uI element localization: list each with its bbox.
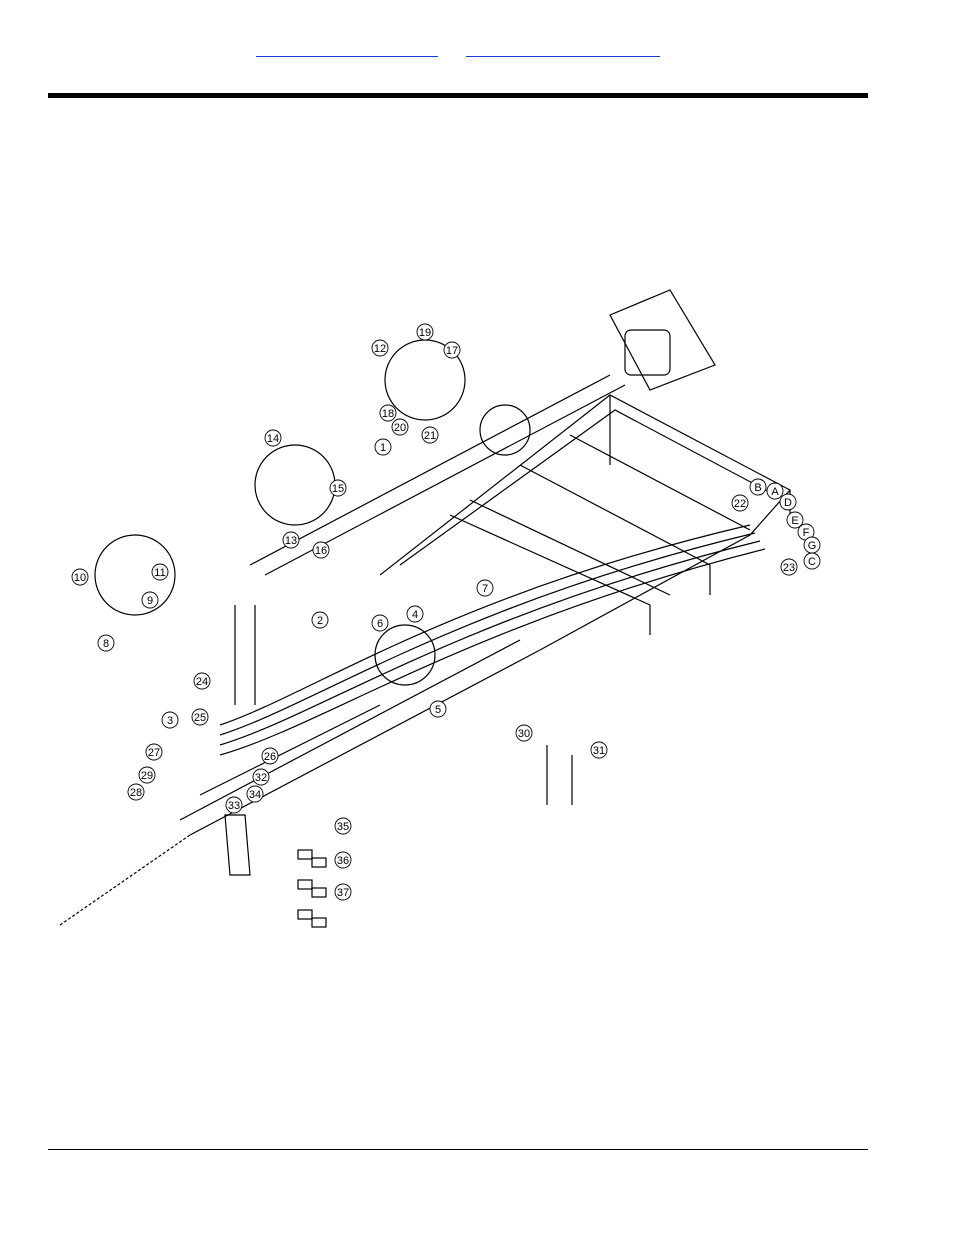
svg-text:26: 26: [264, 751, 276, 763]
svg-text:15: 15: [332, 483, 344, 495]
svg-text:13: 13: [285, 535, 297, 547]
callout-22: 22: [731, 494, 749, 512]
footer-rule: [48, 1149, 868, 1150]
callout-19: 19: [416, 323, 434, 341]
svg-text:E: E: [791, 515, 798, 527]
callout-3: 3: [161, 711, 179, 729]
svg-text:30: 30: [518, 728, 530, 740]
svg-text:37: 37: [337, 887, 349, 899]
callout-16: 16: [312, 541, 330, 559]
svg-text:B: B: [754, 482, 761, 494]
callout-14: 14: [264, 429, 282, 447]
svg-text:23: 23: [783, 562, 795, 574]
svg-text:32: 32: [255, 772, 267, 784]
callout-A: A: [766, 482, 784, 500]
header-rule: [48, 93, 868, 98]
callout-31: 31: [590, 741, 608, 759]
callout-7: 7: [476, 579, 494, 597]
svg-text:19: 19: [419, 327, 431, 339]
svg-text:31: 31: [593, 745, 605, 757]
svg-text:34: 34: [249, 789, 261, 801]
callout-35: 35: [334, 817, 352, 835]
svg-text:18: 18: [382, 408, 394, 420]
callout-18: 18: [379, 404, 397, 422]
svg-text:1: 1: [380, 442, 386, 454]
callout-6: 6: [371, 614, 389, 632]
callout-34: 34: [246, 785, 264, 803]
svg-text:6: 6: [377, 618, 383, 630]
callout-30: 30: [515, 724, 533, 742]
svg-text:3: 3: [167, 715, 173, 727]
callout-17: 17: [443, 341, 461, 359]
svg-text:5: 5: [435, 704, 441, 716]
svg-text:8: 8: [103, 638, 109, 650]
callout-D: D: [779, 493, 797, 511]
callout-13: 13: [282, 531, 300, 549]
callout-21: 21: [421, 426, 439, 444]
callout-1: 1: [374, 438, 392, 456]
svg-text:4: 4: [412, 609, 418, 621]
svg-text:D: D: [784, 497, 792, 509]
callout-28: 28: [127, 783, 145, 801]
svg-text:11: 11: [154, 567, 165, 579]
callout-15: 15: [329, 479, 347, 497]
callout-26: 26: [261, 747, 279, 765]
callout-32: 32: [252, 768, 270, 786]
svg-text:28: 28: [130, 787, 142, 799]
svg-text:21: 21: [424, 430, 436, 442]
svg-text:16: 16: [315, 545, 327, 557]
header-link-left[interactable]: [256, 40, 438, 57]
svg-text:F: F: [803, 527, 810, 539]
svg-text:25: 25: [194, 712, 206, 724]
header-link-right[interactable]: [466, 40, 660, 57]
callout-27: 27: [145, 743, 163, 761]
callout-11: 11: [151, 563, 169, 581]
svg-text:7: 7: [482, 583, 488, 595]
svg-text:29: 29: [141, 770, 153, 782]
svg-text:27: 27: [148, 747, 160, 759]
callout-24: 24: [193, 672, 211, 690]
svg-text:12: 12: [374, 343, 386, 355]
callout-29: 29: [138, 766, 156, 784]
callout-25: 25: [191, 708, 209, 726]
svg-text:C: C: [808, 556, 816, 568]
svg-text:20: 20: [394, 422, 406, 434]
parts-diagram: 1 2 3 4 5 6 7 8 9 10 11 12 13 14 15 16 1…: [59, 289, 821, 928]
svg-text:33: 33: [228, 800, 240, 812]
callout-8: 8: [97, 634, 115, 652]
svg-text:22: 22: [734, 498, 746, 510]
svg-text:2: 2: [317, 615, 323, 627]
svg-text:G: G: [808, 540, 817, 552]
frame-drawing: [59, 289, 791, 928]
callout-37: 37: [334, 883, 352, 901]
callout-33: 33: [225, 796, 243, 814]
svg-text:36: 36: [337, 855, 349, 867]
svg-text:35: 35: [337, 821, 349, 833]
callout-E: E: [786, 511, 804, 529]
callout-5: 5: [429, 700, 447, 718]
callout-12: 12: [371, 339, 389, 357]
callout-C: C: [803, 552, 821, 570]
callout-B: B: [749, 478, 767, 496]
svg-text:A: A: [771, 486, 779, 498]
callout-G: G: [803, 536, 821, 554]
callout-2: 2: [311, 611, 329, 629]
svg-text:17: 17: [446, 345, 458, 357]
callout-36: 36: [334, 851, 352, 869]
svg-text:24: 24: [196, 676, 208, 688]
svg-text:14: 14: [267, 433, 279, 445]
svg-text:10: 10: [74, 572, 86, 584]
callout-4: 4: [406, 605, 424, 623]
callout-23: 23: [780, 558, 798, 576]
svg-text:9: 9: [147, 595, 153, 607]
callout-9: 9: [141, 591, 159, 609]
callout-10: 10: [71, 568, 89, 586]
callout-20: 20: [391, 418, 409, 436]
